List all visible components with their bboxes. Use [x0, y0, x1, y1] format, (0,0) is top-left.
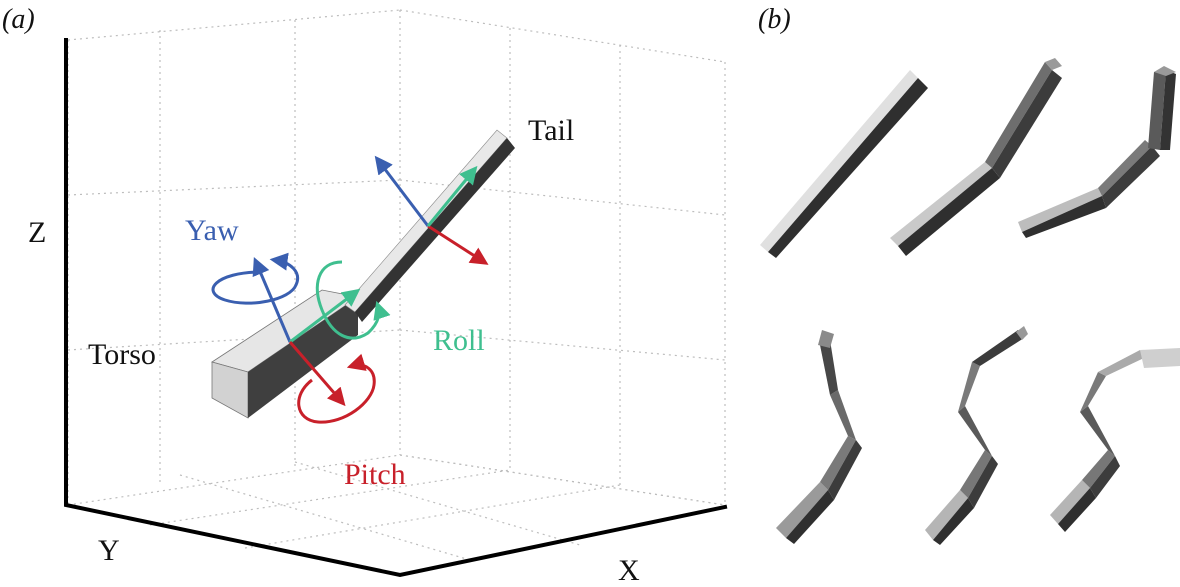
x-axis-label: X	[618, 554, 640, 582]
tail-config-1	[760, 70, 928, 258]
axes-frame	[64, 38, 728, 578]
pitch-axis-arrow	[288, 341, 346, 407]
z-axis-label: Z	[28, 216, 46, 249]
tail-config-3	[1018, 66, 1176, 238]
tail-x-axis-arrow	[427, 224, 489, 265]
tail-roll-axis-arrow	[426, 165, 478, 227]
torso-label: Torso	[88, 338, 156, 371]
tail-config-5	[925, 326, 1028, 545]
panel-a-label: (a)	[2, 4, 35, 35]
roll-label: Roll	[433, 324, 485, 357]
pitch-label: Pitch	[344, 458, 406, 491]
panel-a: (a)	[2, 4, 728, 587]
yaw-axis-arrow	[252, 257, 292, 343]
tail-config-4	[776, 330, 862, 544]
y-axis-label: Y	[98, 534, 120, 567]
roll-rotation-arrow	[315, 260, 391, 340]
yaw-label: Yaw	[185, 214, 239, 247]
tail-config-2	[890, 58, 1062, 256]
pitch-rotation-arrow	[297, 353, 376, 424]
roll-axis-arrow	[289, 288, 361, 344]
tail-z-axis-arrow	[374, 155, 430, 227]
tail-label: Tail	[528, 114, 574, 147]
torso-segment	[211, 289, 360, 419]
tail-config-6	[1050, 348, 1180, 532]
panel-b-label: (b)	[758, 4, 791, 35]
yaw-rotation-arrow	[211, 252, 299, 305]
panel-b: (b)	[758, 4, 1180, 545]
